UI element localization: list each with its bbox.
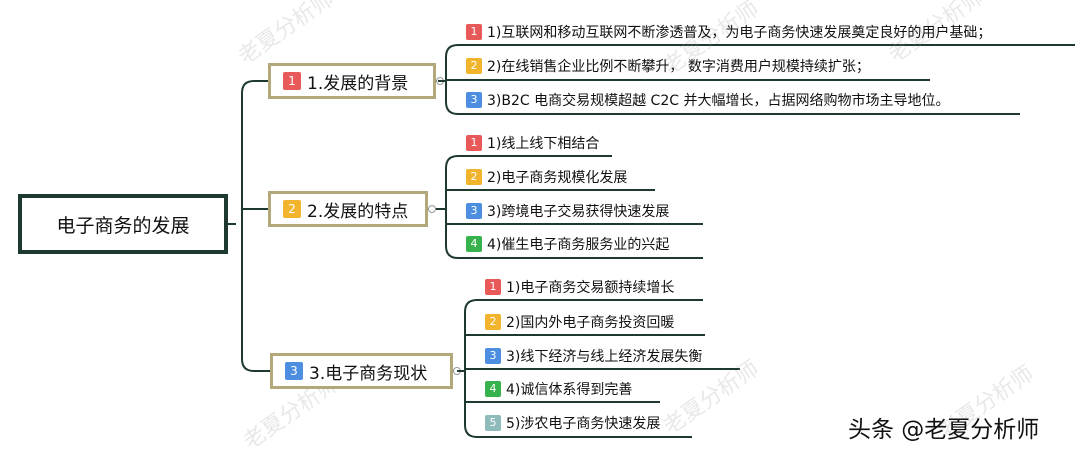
number-badge: 1: [283, 72, 301, 90]
brand-signature: 头条 @老夏分析师: [848, 417, 1040, 443]
number-badge: 1: [466, 135, 482, 151]
list-item: 1 1)线上线下相结合: [466, 132, 599, 154]
number-badge: 2: [485, 314, 501, 330]
item-text: 2)电子商务规模化发展: [487, 170, 628, 186]
branch-label: 2.发展的特点: [307, 201, 409, 222]
leaf-spine: [445, 155, 459, 259]
item-text: 4)诚信体系得到完善: [506, 382, 633, 398]
number-badge: 3: [485, 348, 501, 364]
number-badge: 2: [283, 200, 301, 218]
list-item: 4 4)催生电子商务服务业的兴起: [466, 233, 669, 255]
list-item: 3 3)跨境电子交易获得快速发展: [466, 200, 669, 222]
trunk-connector: [241, 80, 270, 372]
number-badge: 2: [466, 169, 482, 185]
number-badge: 4: [485, 381, 501, 397]
list-item: 2 2)电子商务规模化发展: [466, 166, 627, 188]
list-item: 4 4)诚信体系得到完善: [485, 378, 632, 400]
item-text: 1)线上线下相结合: [487, 136, 600, 152]
branch-node-background: 1 1.发展的背景: [268, 63, 436, 99]
list-item: 3 3)线下经济与线上经济发展失衡: [485, 345, 702, 367]
item-text: 1)电子商务交易额持续增长: [506, 280, 675, 296]
number-badge: 3: [285, 362, 303, 380]
branch-label: 1.发展的背景: [307, 73, 409, 94]
list-item: 3 3)B2C 电商交易规模超越 C2C 并大幅增长，占据网络购物市场主导地位。: [466, 89, 949, 111]
list-item: 1 1)互联网和移动互联网不断渗透普及，为电子商务快速发展奠定良好的用户基础；: [466, 21, 991, 43]
list-item: 2 2)国内外电子商务投资回暖: [485, 311, 674, 333]
number-badge: 5: [485, 415, 501, 431]
number-badge: 4: [466, 236, 482, 252]
item-text: 3)B2C 电商交易规模超越 C2C 并大幅增长，占据网络购物市场主导地位。: [487, 93, 950, 109]
number-badge: 1: [466, 24, 482, 40]
number-badge: 2: [466, 58, 482, 74]
list-item: 1 1)电子商务交易额持续增长: [485, 276, 674, 298]
number-badge: 3: [466, 203, 482, 219]
collapse-handle: [428, 205, 436, 213]
root-title: 电子商务的发展: [56, 214, 190, 237]
item-text: 4)催生电子商务服务业的兴起: [487, 237, 670, 253]
item-text: 3)跨境电子交易获得快速发展: [487, 204, 670, 220]
list-item: 5 5)涉农电子商务快速发展: [485, 412, 660, 434]
item-text: 5)涉农电子商务快速发展: [506, 416, 661, 432]
branch-node-status: 3 3.电子商务现状: [270, 353, 453, 389]
number-badge: 3: [466, 92, 482, 108]
number-badge: 1: [485, 279, 501, 295]
branch-label: 3.电子商务现状: [309, 363, 428, 384]
list-item: 2 2)在线销售企业比例不断攀升， 数字消费用户规模持续扩张；: [466, 55, 870, 77]
item-text: 2)在线销售企业比例不断攀升， 数字消费用户规模持续扩张；: [487, 59, 870, 75]
root-node: 电子商务的发展: [18, 194, 228, 254]
branch-node-features: 2 2.发展的特点: [268, 191, 428, 227]
item-text: 2)国内外电子商务投资回暖: [506, 315, 675, 331]
item-text: 1)互联网和移动互联网不断渗透普及，为电子商务快速发展奠定良好的用户基础；: [487, 25, 992, 41]
item-text: 3)线下经济与线上经济发展失衡: [506, 349, 703, 365]
